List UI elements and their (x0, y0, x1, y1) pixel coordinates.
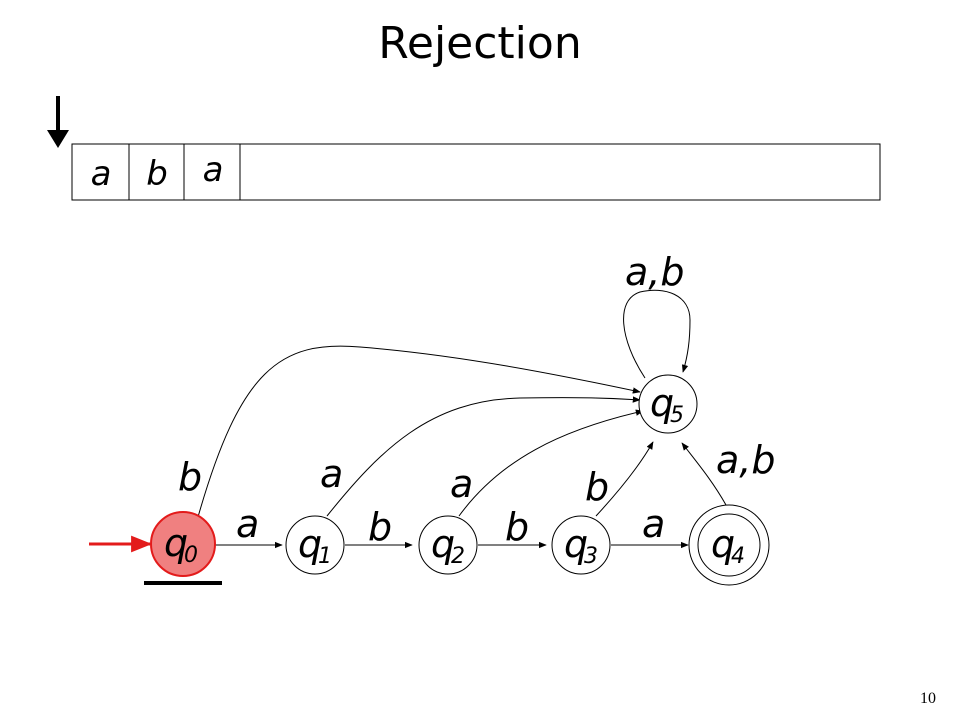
label-q0-q1: a (236, 502, 259, 546)
state-q4: q 4 (688, 504, 770, 586)
state-q0: q 0 (150, 511, 216, 577)
state-q4-name: q (711, 522, 735, 566)
input-tape: a b a (47, 96, 881, 201)
tape-head-arrow-icon (47, 130, 69, 148)
transitions (197, 289, 727, 549)
label-q1-q2: b (368, 505, 392, 549)
state-q1-sub: 1 (318, 544, 332, 569)
state-q2-name: q (431, 522, 455, 566)
state-q2: q 2 (418, 515, 478, 575)
edge-labels: a b b a b a a b a,b a,b (178, 250, 776, 549)
label-q3-q5: b (585, 465, 609, 509)
edge-q1-q5 (326, 396, 641, 517)
label-q3-q4: a (642, 502, 665, 546)
edge-q2-q5 (458, 409, 644, 517)
edge-q0-q5 (197, 345, 641, 518)
state-q3-name: q (564, 522, 588, 566)
state-q1: q 1 (285, 515, 345, 575)
state-q0-name: q (164, 521, 188, 565)
state-q2-sub: 2 (451, 544, 465, 569)
label-q0-q5: b (178, 455, 202, 499)
state-q1-name: q (298, 522, 322, 566)
edge-q3-q5 (595, 441, 654, 517)
slide-title: Rejection (378, 18, 582, 69)
tape-frame (71, 143, 881, 201)
edge-q5-loop (623, 289, 691, 379)
state-q3-sub: 3 (584, 544, 598, 569)
tape-cell-2: b (146, 154, 168, 194)
label-q2-q5: a (450, 462, 473, 506)
state-q4-sub: 4 (731, 544, 745, 569)
label-q4-q5: a,b (716, 438, 776, 482)
state-q5-sub: 5 (670, 403, 684, 428)
state-q3: q 3 (551, 515, 611, 575)
page-number: 10 (920, 690, 936, 707)
label-q5-loop: a,b (625, 250, 685, 294)
state-q5-name: q (650, 381, 674, 425)
label-q1-q5: a (320, 452, 343, 496)
tape-cell-3: a (203, 150, 224, 190)
tape-cell-1: a (91, 154, 112, 194)
state-q0-sub: 0 (184, 543, 198, 568)
state-q5: q 5 (638, 374, 698, 434)
edge-q4-q5 (681, 442, 727, 506)
label-q2-q3: b (505, 505, 529, 549)
